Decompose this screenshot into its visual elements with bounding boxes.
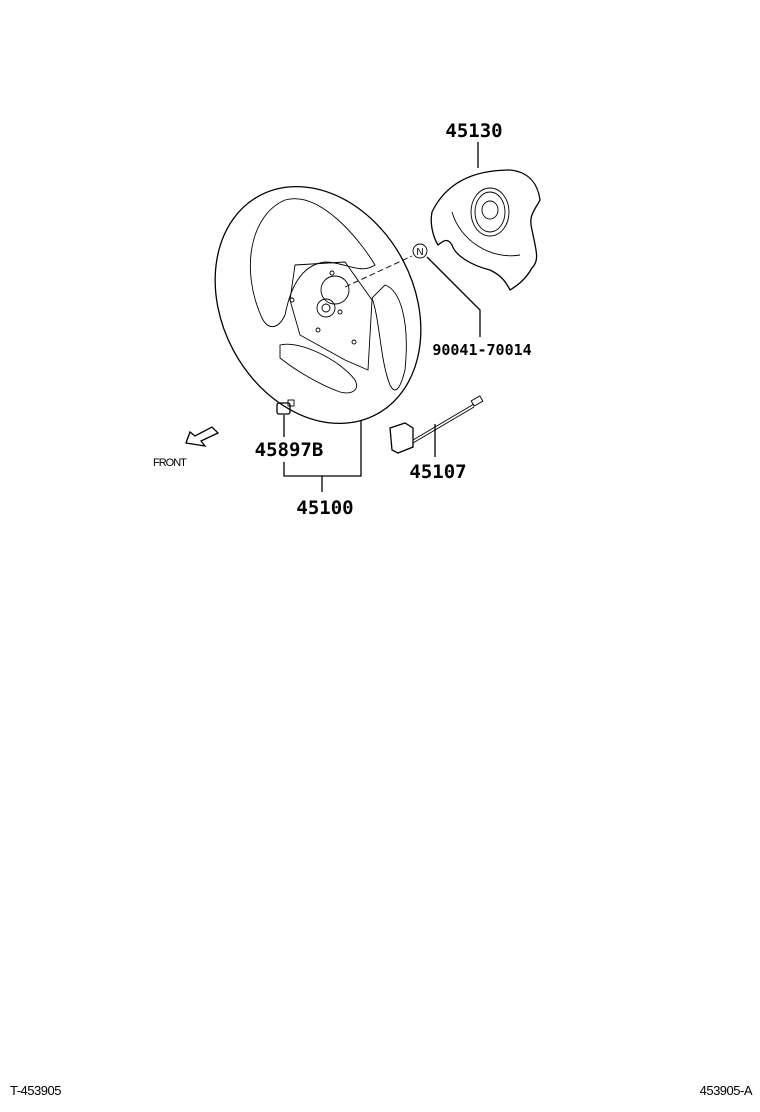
part-number-45100: 45100 [296,497,353,519]
airbag-pad-drawing [430,169,541,291]
nut-drawing [276,399,295,415]
part-number-45107: 45107 [409,461,466,483]
connector-drawing [389,395,484,454]
steering-wheel-drawing [214,185,422,425]
part-number-45897B: 45897B [255,439,324,461]
marker-letter: N [416,247,423,258]
marker-circle [412,243,428,259]
part-number-45130: 45130 [445,120,502,142]
front-arrow-icon [185,426,220,447]
diagram-id-right: 453905-A [699,1083,753,1098]
diagram-id-left: T-453905 [10,1083,61,1098]
front-label: FRONT [153,457,187,469]
part-number-90041-70014: 90041-70014 [432,341,531,359]
